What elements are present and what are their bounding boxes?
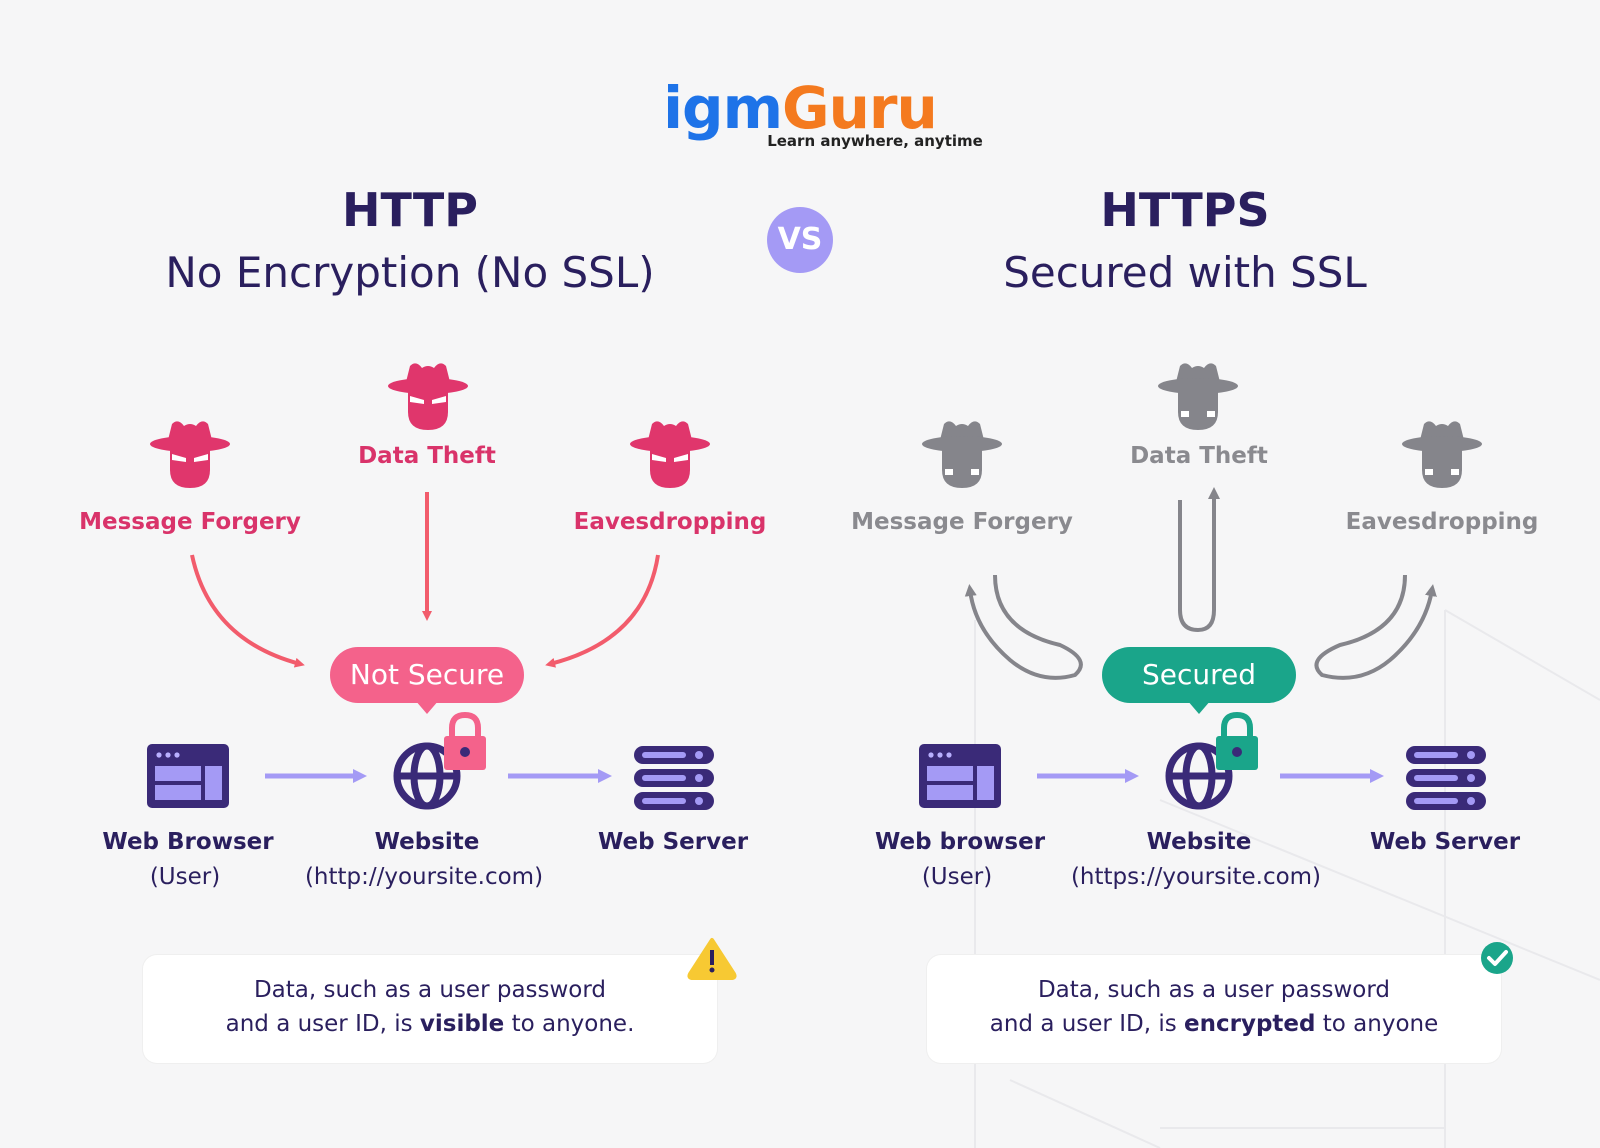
hacker-icon — [922, 363, 1482, 488]
vs-badge: VS — [767, 207, 833, 273]
globe-icon — [1165, 742, 1233, 810]
web-server-label: Web Server — [1369, 829, 1521, 855]
globe-icon — [393, 742, 461, 810]
note-line1: Data, such as a user password — [1037, 977, 1391, 1003]
https-title: HTTPS — [1100, 183, 1270, 237]
note-line1: Data, such as a user password — [253, 977, 607, 1003]
logo: igmGuru Learn anywhere, anytime — [0, 78, 1600, 150]
website-url: (https://yoursite.com) — [1070, 864, 1322, 890]
threat-eavesdropping: Eavesdropping — [573, 509, 767, 535]
http-title: HTTP — [341, 183, 479, 237]
threat-message-forgery: Message Forgery — [79, 509, 301, 535]
threat-data-theft: Data Theft — [1130, 443, 1268, 469]
web-browser-label: Web browser — [874, 829, 1046, 855]
threat-data-theft: Data Theft — [358, 443, 496, 469]
logo-guru: Guru — [782, 74, 938, 142]
hacker-icon — [150, 363, 710, 488]
browser-window-icon — [147, 744, 229, 808]
logo-tagline: Learn anywhere, anytime — [767, 132, 983, 150]
note-line2: and a user ID, is visible to anyone. — [225, 1011, 635, 1037]
http-subtitle: No Encryption (No SSL) — [165, 248, 655, 297]
secured-badge: Secured — [1102, 647, 1296, 703]
browser-window-icon — [919, 744, 1001, 808]
web-browser-sub: (User) — [149, 864, 221, 890]
logo-igm: igm — [663, 74, 783, 142]
padlock-icon — [444, 711, 486, 770]
padlock-icon — [1216, 711, 1258, 770]
website-label: Website — [1146, 829, 1252, 855]
web-server-label: Web Server — [597, 829, 749, 855]
https-note: Data, such as a user password and a user… — [927, 955, 1501, 1063]
web-browser-label: Web Browser — [102, 829, 274, 855]
website-label: Website — [374, 829, 480, 855]
http-note: Data, such as a user password and a user… — [143, 955, 717, 1063]
threat-message-forgery: Message Forgery — [851, 509, 1073, 535]
threat-eavesdropping: Eavesdropping — [1345, 509, 1539, 535]
https-subtitle: Secured with SSL — [1003, 248, 1367, 297]
not-secure-badge: Not Secure — [330, 647, 524, 703]
website-url: (http://yoursite.com) — [304, 864, 544, 890]
web-browser-sub: (User) — [921, 864, 993, 890]
note-line2: and a user ID, is encrypted to anyone — [989, 1011, 1439, 1037]
